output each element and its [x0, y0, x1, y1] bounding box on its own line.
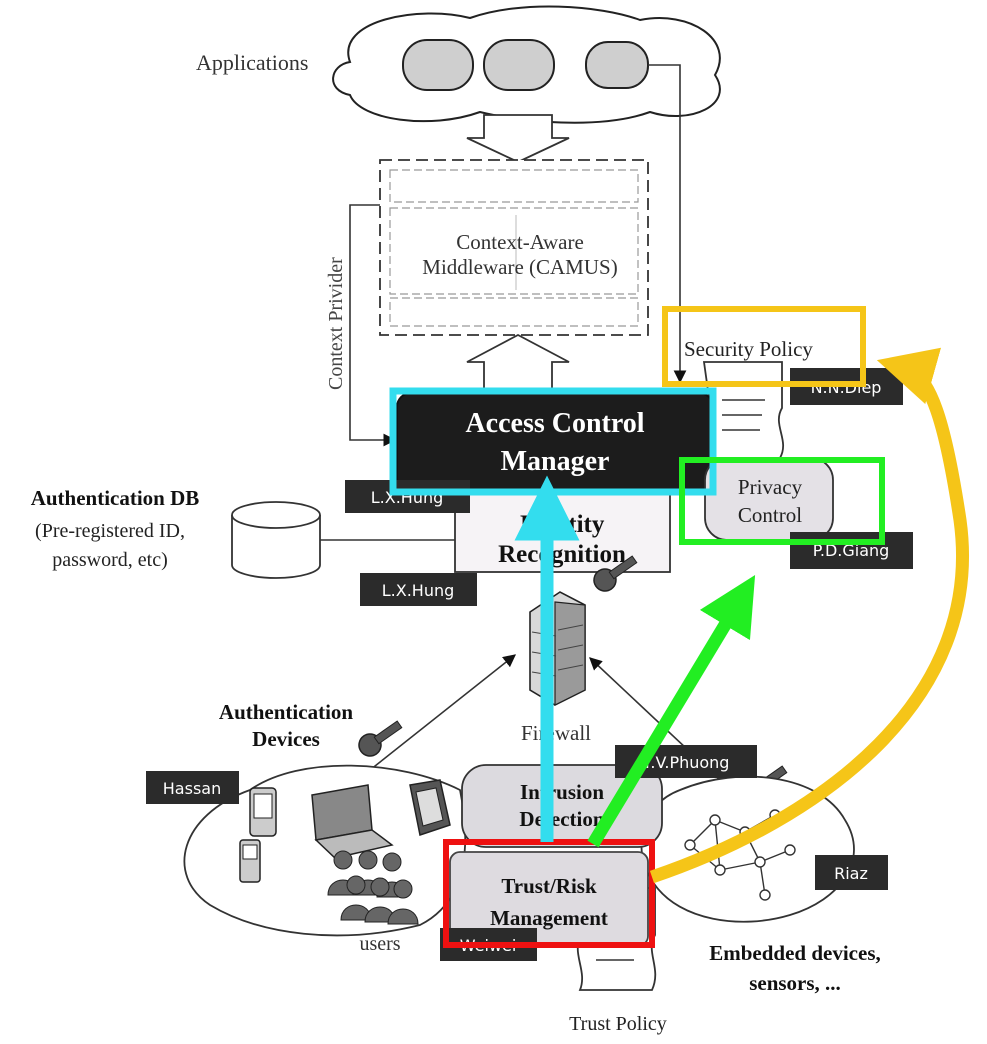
- name-tag-tvphuong: T.V.Phuong: [615, 745, 757, 778]
- authentication-devices-line2: Devices: [252, 727, 320, 751]
- privacy-control-line2: Control: [738, 503, 802, 527]
- monitor-icon: [409, 779, 451, 836]
- security-policy-label: Security Policy: [684, 337, 813, 361]
- users-label: users: [359, 933, 400, 955]
- middleware-title-line2: Middleware (CAMUS): [422, 255, 617, 279]
- name-tag-lxhung-bottom-text: L.X.Hung: [382, 581, 455, 600]
- application-node-1: [402, 39, 474, 91]
- name-tag-nndiep-text: N.N.Diep: [811, 378, 882, 397]
- identity-recognition-line2: Recognition: [498, 541, 626, 568]
- key-icon-left: [358, 720, 403, 757]
- authentication-devices-line1: Authentication: [219, 700, 353, 724]
- firewall-label: Firewall: [521, 721, 591, 745]
- intrusion-detection-box: [461, 764, 663, 848]
- laptop-icon: [311, 784, 394, 859]
- key-icon-top: [593, 555, 638, 592]
- applications-cloud: [332, 5, 721, 124]
- acm-to-middleware-arrow: [466, 333, 570, 393]
- users-group-icon: [327, 850, 419, 925]
- middleware-title-line1: Context-Aware: [456, 230, 584, 254]
- phone-icon: [239, 839, 261, 883]
- application-node-3: [585, 41, 649, 89]
- embedded-devices-line1: Embedded devices,: [709, 941, 881, 965]
- authentication-db-title: Authentication DB: [31, 486, 200, 510]
- intrusion-detection-line1: Intrusion: [520, 780, 604, 804]
- trust-risk-line1: Trust/Risk: [501, 874, 597, 898]
- intrusion-detection-line2: Detection: [519, 807, 604, 831]
- authentication-db-line3: password, etc): [52, 549, 168, 571]
- pda-icon: [249, 787, 277, 837]
- authentication-db-cylinder: [231, 501, 321, 579]
- firewall-icon: [529, 591, 586, 706]
- devices-to-firewall-arrow: [369, 654, 517, 771]
- context-provider-label: Context Privider: [325, 257, 347, 390]
- app-to-policy-arrow: [648, 64, 687, 384]
- apps-to-middleware-arrow: [466, 114, 570, 163]
- name-tag-pdgiang: P.D.Giang: [790, 532, 913, 569]
- context-provider-arrow: [349, 204, 397, 447]
- name-tag-lxhung-bottom: L.X.Hung: [360, 573, 477, 606]
- name-tag-hassan-text: Hassan: [163, 779, 221, 798]
- trust-risk-line2: Management: [490, 906, 608, 930]
- highlight-privacy-green: [679, 457, 885, 545]
- name-tag-riaz: Riaz: [815, 855, 888, 890]
- application-node-2: [483, 39, 555, 91]
- name-tag-hassan: Hassan: [146, 771, 239, 804]
- green-arrow-trust-to-privacy: [587, 574, 756, 848]
- embedded-devices-line2: sensors, ...: [749, 971, 841, 995]
- access-control-title-line1: Access Control: [465, 408, 644, 439]
- middleware-box: [379, 159, 649, 336]
- name-tag-tvphuong-text: T.V.Phuong: [642, 753, 730, 772]
- highlight-security-policy-yellow: [662, 306, 866, 387]
- trust-policy-label: Trust Policy: [569, 1013, 667, 1035]
- name-tag-pdgiang-text: P.D.Giang: [813, 541, 890, 560]
- name-tag-lxhung-top: L.X.Hung: [345, 480, 470, 513]
- privacy-control-box: [704, 457, 834, 541]
- access-control-title-line2: Manager: [501, 446, 610, 477]
- privacy-control-line1: Privacy: [738, 475, 803, 499]
- yellow-arrow-trust-to-policy: [649, 347, 969, 884]
- identity-recognition-line1: Identity: [520, 511, 605, 538]
- applications-label: Applications: [196, 50, 308, 75]
- authentication-db-line2: (Pre-registered ID,: [35, 520, 185, 542]
- name-tag-riaz-text: Riaz: [834, 864, 868, 883]
